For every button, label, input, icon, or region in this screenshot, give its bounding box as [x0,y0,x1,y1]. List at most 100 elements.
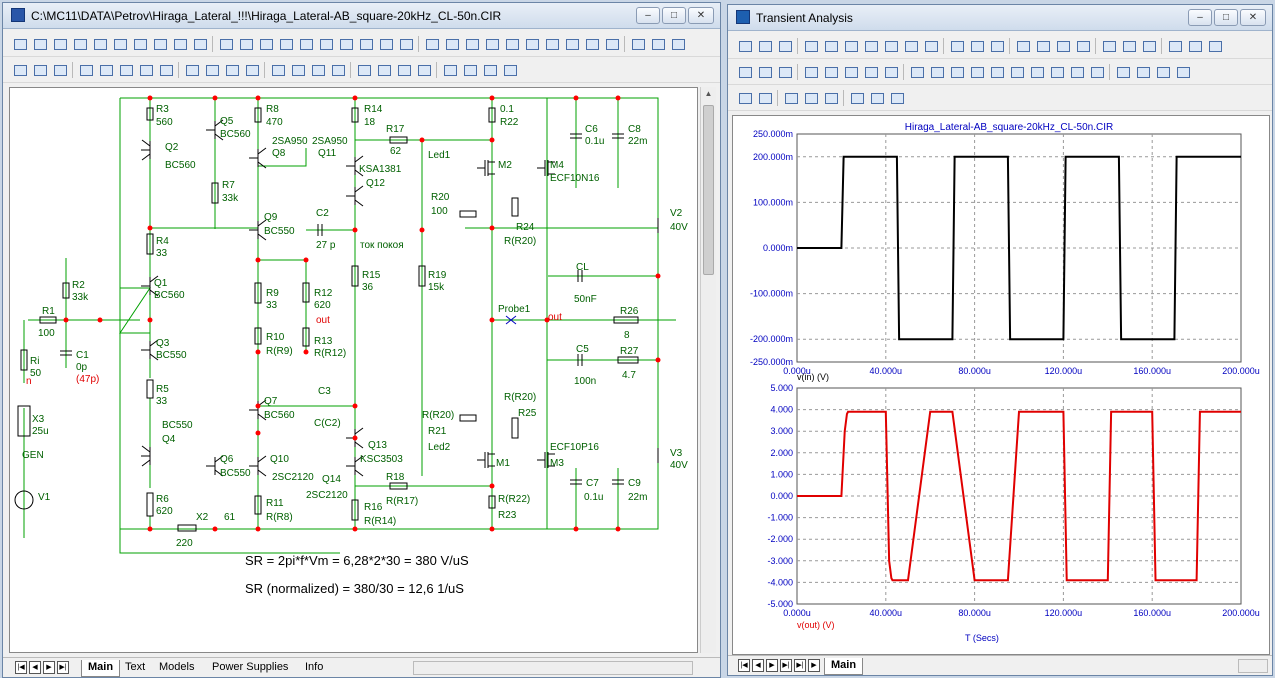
schematic-edit-tool-19-icon[interactable] [395,61,413,79]
analysis-plot-tool-13-icon[interactable] [988,63,1006,81]
analysis-tool-9-icon[interactable] [902,37,920,55]
schematic-tool-10-icon[interactable] [191,35,209,53]
analysis-tool-5-icon[interactable] [822,37,840,55]
schematic-tool-24-icon[interactable] [483,35,501,53]
schematic-tool-31-icon[interactable] [629,35,647,53]
analysis-plot-tool-20-icon[interactable] [1134,63,1152,81]
analysis-plot-tool-12-icon[interactable] [968,63,986,81]
analysis-plot-tool-7-icon[interactable] [862,63,880,81]
analysis-tool-15-icon[interactable] [1034,37,1052,55]
schematic-tool-14-icon[interactable] [277,35,295,53]
analysis-tool-4-icon[interactable] [802,37,820,55]
tab-info[interactable]: Info [305,661,324,673]
schematic-tool-12-icon[interactable] [237,35,255,53]
analysis-tool-7-icon[interactable] [862,37,880,55]
analysis-plot-tool-21-icon[interactable] [1154,63,1172,81]
analysis-tool-18-icon[interactable] [1100,37,1118,55]
analysis-tool-10-icon[interactable] [922,37,940,55]
schematic-edit-tool-4-icon[interactable] [77,61,95,79]
analysis-horizontal-scrollbar[interactable] [1238,659,1268,673]
schematic-edit-tool-11-icon[interactable] [223,61,241,79]
schematic-tool-4-icon[interactable] [71,35,89,53]
analysis-plot-tool-19-icon[interactable] [1114,63,1132,81]
page-list-icon[interactable]: ▶| [794,659,806,672]
schematic-tool-29-icon[interactable] [583,35,601,53]
analysis-tool-16-icon[interactable] [1054,37,1072,55]
tab-models[interactable]: Models [159,661,195,673]
schematic-titlebar[interactable]: C:\MC11\DATA\Petrov\Hiraga_Lateral_!!!\H… [3,3,720,29]
maximize-button[interactable]: □ [1214,9,1238,26]
schematic-edit-tool-15-icon[interactable] [309,61,327,79]
analysis-plot-tool-2-icon[interactable] [756,63,774,81]
analysis-tool-21-icon[interactable] [1166,37,1184,55]
analysis-plot-tool-14-icon[interactable] [1008,63,1026,81]
schematic-edit-tool-18-icon[interactable] [375,61,393,79]
minimize-button[interactable]: – [1188,9,1212,26]
analysis-plot-area[interactable]: Hiraga_Lateral-AB_square-20kHz_CL-50n.CI… [732,115,1270,655]
analysis-plot-tool-4-icon[interactable] [802,63,820,81]
schematic-edit-tool-16-icon[interactable] [329,61,347,79]
analysis-view-tool-1-icon[interactable] [736,89,754,107]
schematic-tool-21-icon[interactable] [423,35,441,53]
analysis-view-tool-4-icon[interactable] [802,89,820,107]
analysis-tool-2-icon[interactable] [756,37,774,55]
analysis-view-tool-5-icon[interactable] [822,89,840,107]
analysis-view-tool-3-icon[interactable] [782,89,800,107]
analysis-view-tool-8-icon[interactable] [888,89,906,107]
schematic-tool-8-icon[interactable] [151,35,169,53]
analysis-plot-tool-11-icon[interactable] [948,63,966,81]
schematic-edit-tool-23-icon[interactable] [481,61,499,79]
transient-titlebar[interactable]: Transient Analysis – □ ✕ [728,5,1272,31]
schematic-tool-26-icon[interactable] [523,35,541,53]
schematic-tool-11-icon[interactable] [217,35,235,53]
analysis-plot-tool-22-icon[interactable] [1174,63,1192,81]
schematic-tool-25-icon[interactable] [503,35,521,53]
schematic-tool-13-icon[interactable] [257,35,275,53]
schematic-vertical-scrollbar[interactable]: ▲ [700,87,716,653]
tab-text[interactable]: Text [125,661,146,673]
tab-main[interactable]: Main [81,660,121,677]
schematic-tool-23-icon[interactable] [463,35,481,53]
schematic-tool-16-icon[interactable] [317,35,335,53]
prev-page-icon[interactable]: ◀ [752,659,764,672]
analysis-plot-tool-1-icon[interactable] [736,63,754,81]
analysis-tool-20-icon[interactable] [1140,37,1158,55]
page-more-icon[interactable]: ▶ [808,659,820,672]
analysis-tool-23-icon[interactable] [1206,37,1224,55]
schematic-edit-tool-8-icon[interactable] [157,61,175,79]
prev-page-icon[interactable]: ◀ [29,661,41,674]
schematic-edit-tool-17-icon[interactable] [355,61,373,79]
schematic-tool-18-icon[interactable] [357,35,375,53]
schematic-tool-27-icon[interactable] [543,35,561,53]
schematic-edit-tool-10-icon[interactable] [203,61,221,79]
schematic-tool-20-icon[interactable] [397,35,415,53]
schematic-edit-tool-3-icon[interactable] [51,61,69,79]
schematic-edit-tool-6-icon[interactable] [117,61,135,79]
next-page-icon[interactable]: ▶ [43,661,55,674]
analysis-plot-tool-3-icon[interactable] [776,63,794,81]
tab-power-supplies[interactable]: Power Supplies [212,661,289,673]
schematic-tool-5-icon[interactable] [91,35,109,53]
schematic-tool-28-icon[interactable] [563,35,581,53]
analysis-plot-tool-5-icon[interactable] [822,63,840,81]
analysis-plot-tool-18-icon[interactable] [1088,63,1106,81]
analysis-plot-tool-17-icon[interactable] [1068,63,1086,81]
last-page-icon[interactable]: ▶| [780,659,792,672]
analysis-tool-6-icon[interactable] [842,37,860,55]
last-page-icon[interactable]: ▶| [57,661,69,674]
schematic-tool-7-icon[interactable] [131,35,149,53]
schematic-horizontal-scrollbar[interactable] [413,661,693,675]
analysis-tool-11-icon[interactable] [948,37,966,55]
analysis-view-tool-2-icon[interactable] [756,89,774,107]
analysis-plot-tool-10-icon[interactable] [928,63,946,81]
schematic-edit-tool-2-icon[interactable] [31,61,49,79]
analysis-tool-8-icon[interactable] [882,37,900,55]
analysis-plot-tool-9-icon[interactable] [908,63,926,81]
tab-main[interactable]: Main [824,658,864,675]
maximize-button[interactable]: □ [662,7,686,24]
schematic-edit-tool-22-icon[interactable] [461,61,479,79]
schematic-edit-tool-20-icon[interactable] [415,61,433,79]
analysis-tool-1-icon[interactable] [736,37,754,55]
schematic-tool-2-icon[interactable] [31,35,49,53]
analysis-plot-tool-15-icon[interactable] [1028,63,1046,81]
